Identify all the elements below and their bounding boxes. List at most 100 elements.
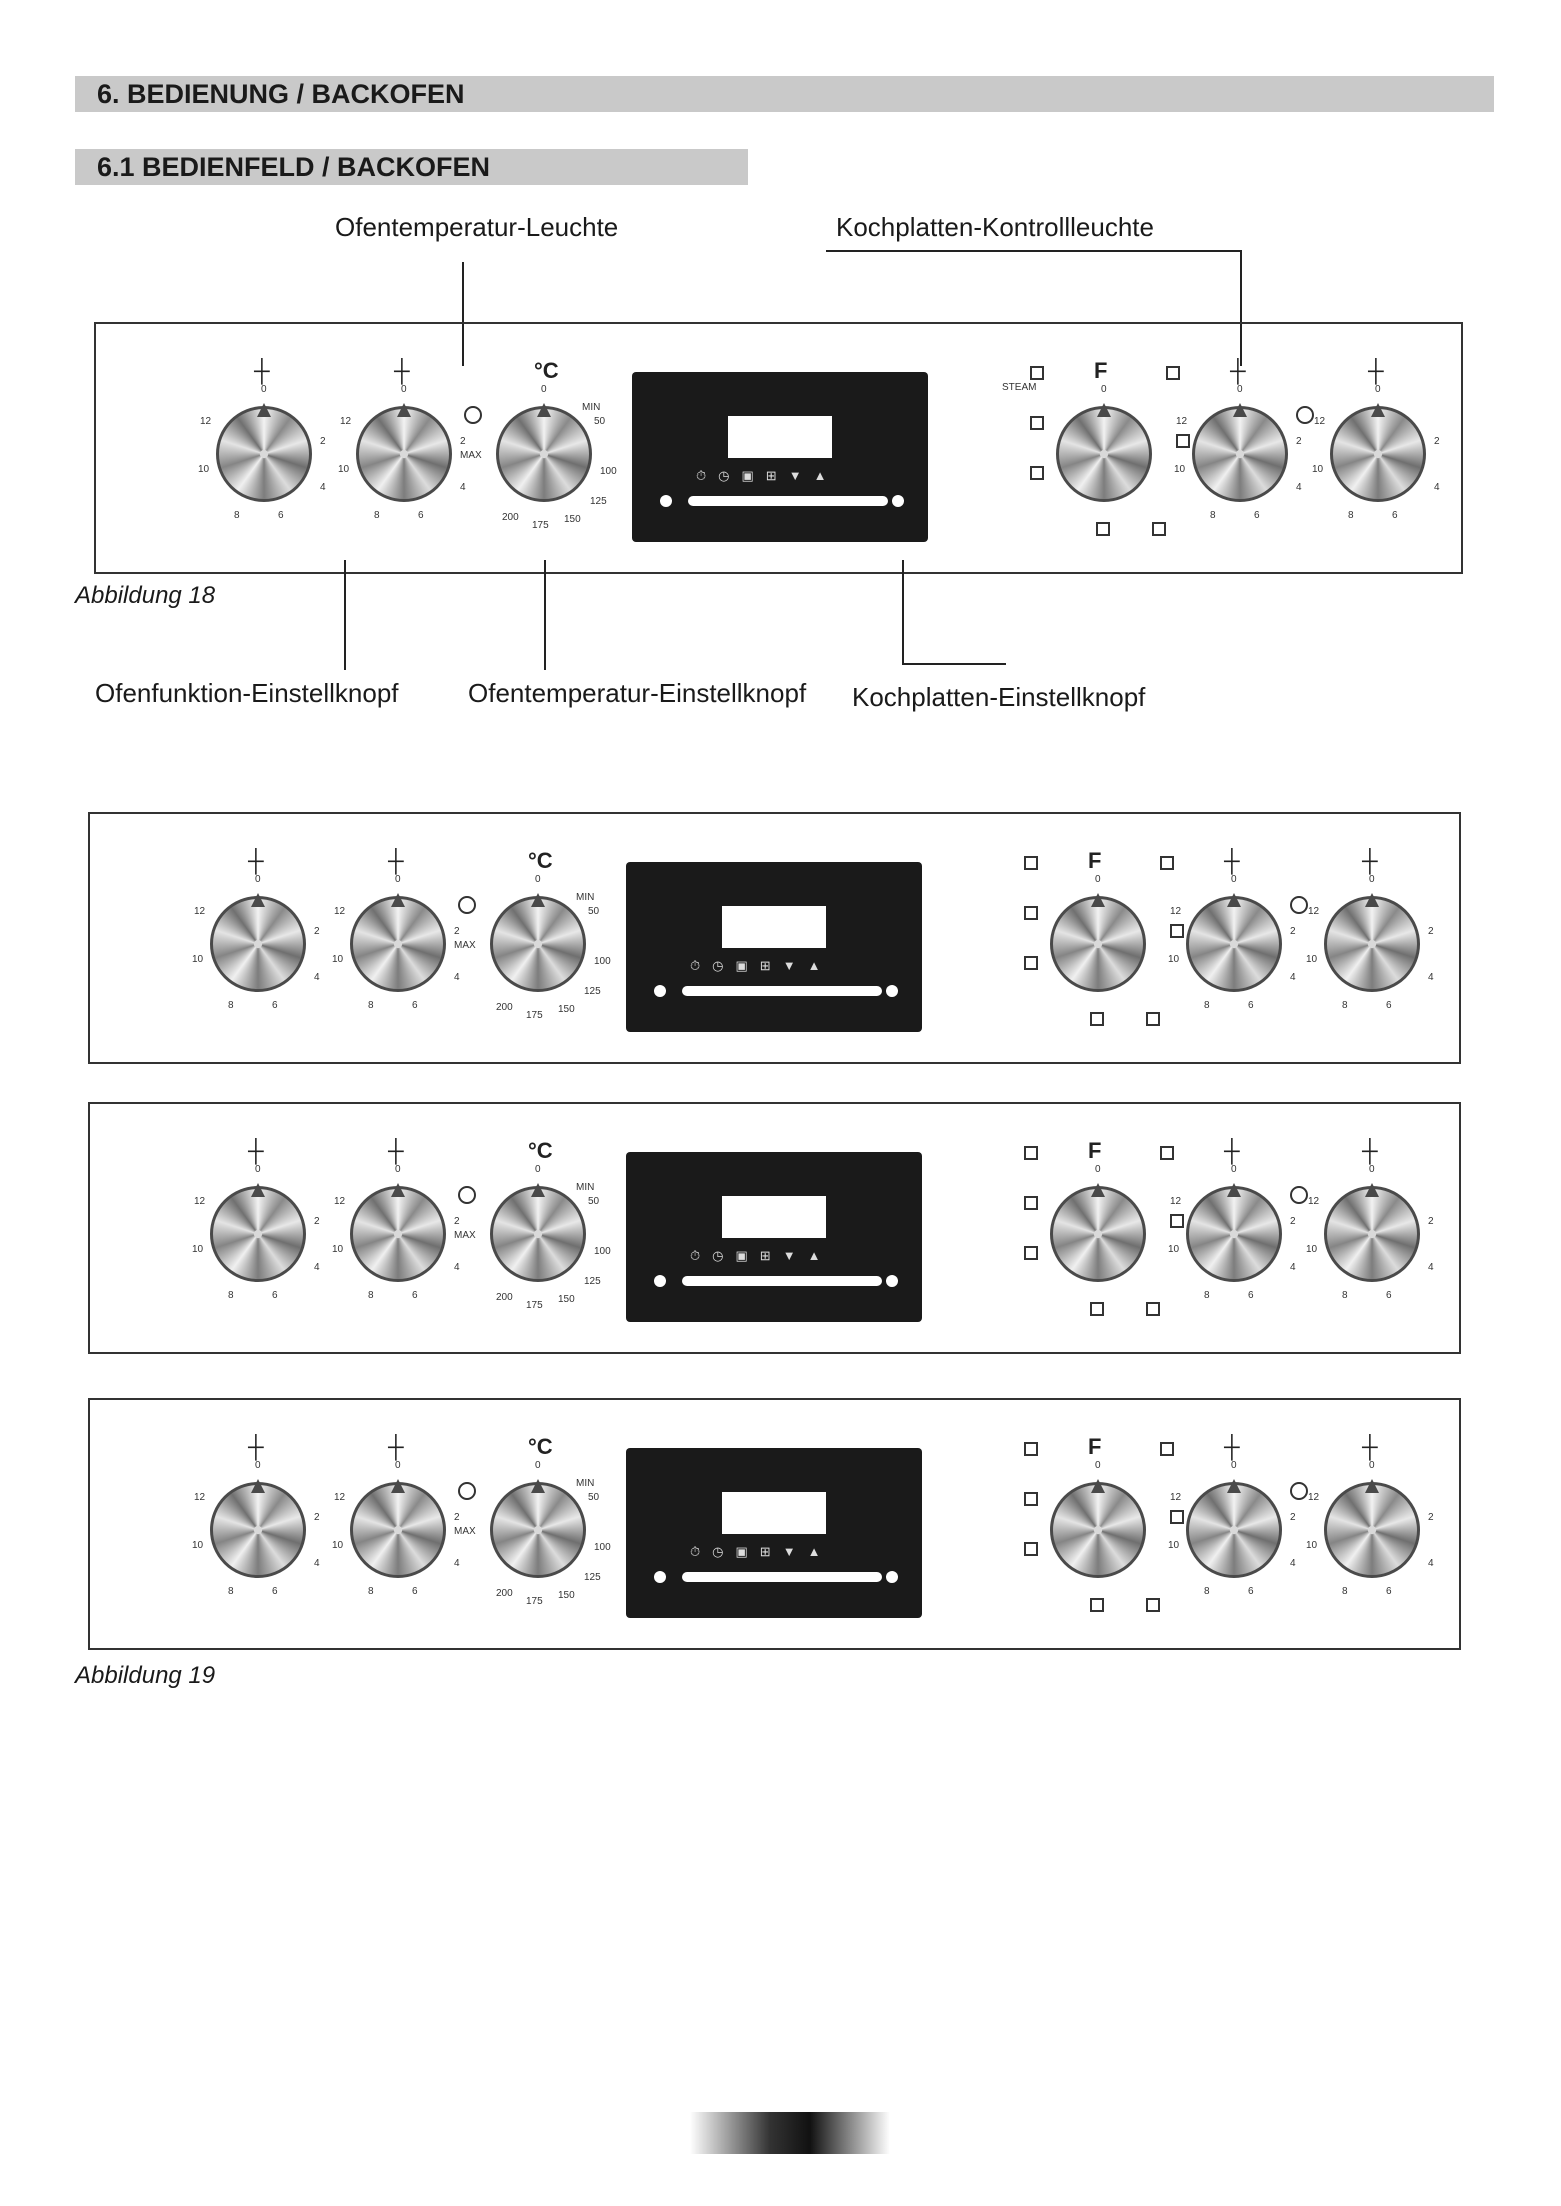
touch-slider[interactable] (688, 496, 888, 506)
timer-button[interactable]: ▲ (813, 468, 827, 483)
callout-line (1240, 250, 1242, 366)
power-step: 10 (1168, 1244, 1180, 1255)
knob-zero-mark: 0 (1369, 1164, 1375, 1175)
oven-mode-icon (1090, 1012, 1104, 1026)
power-step: 4 (314, 1262, 320, 1273)
callout-line (826, 250, 1241, 252)
celsius-symbol: °C (528, 1138, 553, 1163)
power-step: 12 (1308, 1196, 1320, 1207)
hob-knob-right-rear[interactable] (1192, 406, 1288, 502)
hob-knob-right-front[interactable] (1330, 406, 1426, 502)
power-step: 12 (194, 1492, 206, 1503)
oven-function-knob[interactable] (1056, 406, 1152, 502)
temp-step: 175 (532, 520, 549, 531)
power-step: 8 (374, 510, 380, 521)
timer-button[interactable]: ▲ (807, 1248, 821, 1263)
timer-button[interactable]: ⏱ (690, 1544, 701, 1559)
hob-knob-left-rear[interactable] (216, 406, 312, 502)
oven-temperature-knob[interactable] (490, 896, 586, 992)
oven-mode-icon (1160, 856, 1174, 870)
timer-button[interactable]: ▣ (735, 1544, 748, 1559)
celsius-symbol: °C (528, 1434, 553, 1459)
timer-button[interactable]: ▣ (741, 468, 754, 483)
touch-slider[interactable] (682, 1276, 882, 1286)
power-step: 4 (454, 1262, 460, 1273)
hob-knob-left-rear[interactable] (210, 1482, 306, 1578)
oven-function-knob[interactable] (1050, 896, 1146, 992)
hob-knob-left-front[interactable] (350, 1186, 446, 1282)
timer-button[interactable]: ◷ (712, 1248, 724, 1263)
power-step: 6 (1248, 1586, 1254, 1597)
timer-button[interactable]: ⏱ (696, 468, 707, 483)
hob-knob-left-front[interactable] (350, 896, 446, 992)
power-step: 8 (228, 1000, 234, 1011)
temp-step: 175 (526, 1010, 543, 1021)
timer-button[interactable]: ◷ (712, 1544, 724, 1559)
hob-knob-left-front[interactable] (356, 406, 452, 502)
oven-temperature-knob[interactable] (490, 1482, 586, 1578)
temp-step: 150 (558, 1590, 575, 1601)
timer-button[interactable]: ⏱ (690, 958, 701, 973)
callout-line (344, 560, 346, 670)
power-step: 10 (1312, 464, 1324, 475)
oven-temperature-knob[interactable] (496, 406, 592, 502)
hob-knob-left-rear[interactable] (210, 1186, 306, 1282)
knob-zero-mark: 0 (1095, 874, 1101, 885)
timer-button[interactable]: ▣ (735, 1248, 748, 1263)
power-step: 10 (1168, 954, 1180, 965)
timer-button[interactable]: ▼ (782, 1544, 796, 1559)
hob-knob-right-front[interactable] (1324, 896, 1420, 992)
power-step: 4 (1428, 1262, 1434, 1273)
power-step: 4 (454, 972, 460, 983)
power-step: 12 (1170, 1492, 1182, 1503)
power-step: 8 (1204, 1000, 1210, 1011)
hob-zone-icon: ┼ (1362, 1434, 1378, 1459)
slider-left-dot (654, 1571, 666, 1583)
timer-button[interactable]: ▲ (807, 958, 821, 973)
knob-zero-mark: 0 (1237, 384, 1243, 395)
touch-slider[interactable] (682, 986, 882, 996)
timer-button[interactable]: ⊞ (759, 1248, 771, 1263)
hob-knob-right-front[interactable] (1324, 1482, 1420, 1578)
hob-knob-right-rear[interactable] (1186, 896, 1282, 992)
oven-function-knob[interactable] (1050, 1482, 1146, 1578)
timer-button[interactable]: ⏱ (690, 1248, 701, 1263)
timer-button[interactable]: ▣ (735, 958, 748, 973)
oven-mode-icon (1146, 1012, 1160, 1026)
label-oven-temp-knob: Ofentemperatur-Einstellknopf (468, 678, 807, 708)
knob-zero-mark: 0 (395, 1460, 401, 1471)
timer-button[interactable]: ⊞ (765, 468, 777, 483)
knob-zero-mark: 0 (1101, 384, 1107, 395)
timer-button-row: ⏱ ◷ ▣ ⊞ ▼ ▲ (690, 1248, 820, 1264)
section-title: 6. BEDIENUNG / BACKOFEN (75, 76, 1494, 112)
temp-step: 150 (558, 1294, 575, 1305)
oven-mode-icon (1024, 1196, 1038, 1210)
hob-knob-left-rear[interactable] (210, 896, 306, 992)
hob-knob-left-front[interactable] (350, 1482, 446, 1578)
power-step: 8 (1342, 1586, 1348, 1597)
oven-temperature-knob[interactable] (490, 1186, 586, 1282)
touch-slider[interactable] (682, 1572, 882, 1582)
knob-zero-mark: 0 (395, 874, 401, 885)
timer-button[interactable]: ◷ (712, 958, 724, 973)
timer-button[interactable]: ⊞ (759, 1544, 771, 1559)
hob-knob-right-front[interactable] (1324, 1186, 1420, 1282)
timer-button[interactable]: ◷ (718, 468, 730, 483)
timer-button[interactable]: ▼ (788, 468, 802, 483)
timer-button[interactable]: ▲ (807, 1544, 821, 1559)
timer-display-panel: ⏱ ◷ ▣ ⊞ ▼ ▲ (626, 1152, 922, 1322)
power-step: 2 (454, 926, 460, 937)
hob-knob-right-rear[interactable] (1186, 1186, 1282, 1282)
power-step: 4 (314, 1558, 320, 1569)
hob-zone-icon: ┼ (248, 1434, 264, 1459)
oven-mode-icon (1166, 366, 1180, 380)
label-oven-function-knob: Ofenfunktion-Einstellknopf (95, 678, 399, 708)
oven-function-knob[interactable] (1050, 1186, 1146, 1282)
timer-button[interactable]: ▼ (782, 1248, 796, 1263)
timer-button[interactable]: ⊞ (759, 958, 771, 973)
timer-button[interactable]: ▼ (782, 958, 796, 973)
temp-step: 200 (496, 1588, 513, 1599)
power-step: 8 (368, 1586, 374, 1597)
knob-zero-mark: 0 (1369, 1460, 1375, 1471)
hob-knob-right-rear[interactable] (1186, 1482, 1282, 1578)
